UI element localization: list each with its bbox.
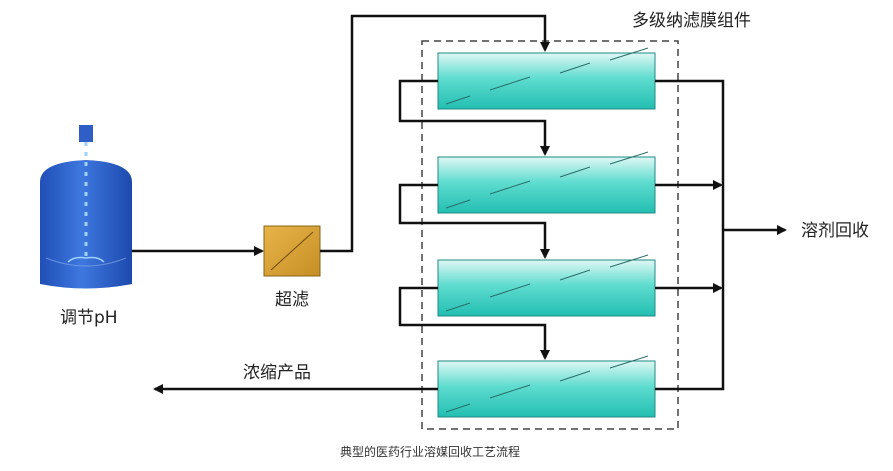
diagram-caption: 典型的医药行业溶媒回收工艺流程 <box>340 444 520 459</box>
permeate-to-modules-line <box>320 14 550 253</box>
membrane-module-4 <box>437 355 656 418</box>
tank-label: 调节pH <box>60 308 118 328</box>
membrane-module-2 <box>437 151 656 214</box>
solvent-label: 溶剂回收 <box>801 221 869 241</box>
prefilter-label: 超滤 <box>275 290 309 310</box>
permeate-collector-line <box>655 79 725 391</box>
membrane-module-3 <box>437 254 656 317</box>
ultrafilter-icon <box>263 225 321 277</box>
concentrate-line-2-3 <box>398 183 550 259</box>
concentrate-line-1-2 <box>398 79 550 156</box>
membrane-module-1 <box>437 47 656 110</box>
concentrate-line-3-4 <box>398 286 550 360</box>
concentrate-label: 浓缩产品 <box>243 363 311 383</box>
module-group-box <box>421 40 679 430</box>
tank-icon <box>40 125 132 289</box>
module-group-label: 多级纳滤膜组件 <box>632 11 751 31</box>
